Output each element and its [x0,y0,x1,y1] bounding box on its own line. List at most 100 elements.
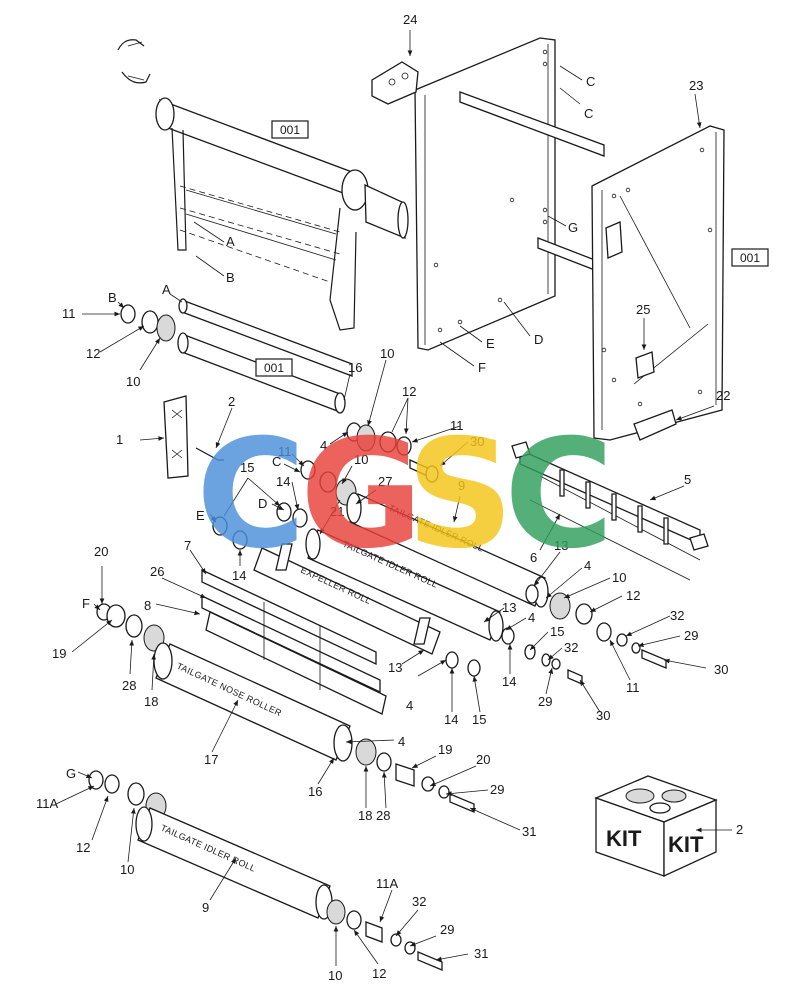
ref-box-2: 001 [731,248,769,267]
callout-11a-1: 11A [36,796,58,811]
callout-10d: 10 [612,570,626,585]
callout-13b: 13 [502,600,516,615]
tailgate-nose-roller: TAILGATE NOSE ROLLER [153,642,475,813]
callout-15a: 15 [240,460,254,475]
right-bearing-stack [445,584,667,685]
callout-c1: C [586,74,595,89]
callout-14a: 14 [276,474,290,489]
svg-text:001: 001 [740,251,760,265]
callout-11a-2: 11A [376,876,398,891]
callout-g2: G [66,766,76,781]
callout-29d: 29 [440,922,454,937]
callout-f2: F [82,596,90,611]
callout-d2: D [258,496,267,511]
callout-12b: 12 [402,384,416,399]
callout-16a: 16 [348,360,362,375]
callout-12d: 12 [76,840,90,855]
right-side-panel [591,125,725,441]
callout-15c: 15 [472,712,486,727]
callout-labels: 24 23 22 25 C C G D E F A B A B 11 12 10… [36,12,730,983]
callout-26: 26 [150,564,164,579]
callout-10b: 10 [380,346,394,361]
callout-29c: 29 [490,782,504,797]
callout-5: 5 [684,472,691,487]
callout-24: 24 [403,12,417,27]
callout-29a: 29 [684,628,698,643]
kit-label-left: KIT [606,826,642,851]
callout-10a: 10 [126,374,140,389]
callout-15b: 15 [550,624,564,639]
callout-14b: 14 [232,568,246,583]
callout-7: 7 [184,538,191,553]
watermark: C G S C [196,408,614,582]
ref-box-3: 001 [255,358,293,377]
svg-text:001: 001 [280,123,300,137]
callout-20a: 20 [94,544,108,559]
callout-10f: 10 [328,968,342,983]
callout-b2: B [108,290,117,305]
callout-4e: 4 [398,734,405,749]
callout-9b: 9 [202,900,209,915]
watermark-letter-2: G [300,408,423,582]
callout-e2: E [196,508,205,523]
callout-31b: 31 [474,946,488,961]
callout-30b: 30 [714,662,728,677]
leader-lines [55,30,715,966]
callout-c3: C [272,454,281,469]
callout-a2: A [162,282,171,297]
callout-32c: 32 [412,894,426,909]
callout-4b: 4 [584,558,591,573]
callout-12e: 12 [372,966,386,981]
kit-box: KIT KIT 2 [594,775,743,878]
callout-13c: 13 [388,660,402,675]
callout-23: 23 [689,78,703,93]
callout-11a: 11 [62,306,76,321]
callout-11d: 11 [626,680,640,695]
callout-16b: 16 [308,784,322,799]
callout-6: 6 [530,550,537,565]
callout-g1: G [568,220,578,235]
callout-25: 25 [636,302,650,317]
callout-21: 21 [330,504,344,519]
callout-e1: E [486,336,495,351]
callout-4c: 4 [528,610,535,625]
callout-27: 27 [378,474,392,489]
callout-32b: 32 [564,640,578,655]
callout-10e: 10 [120,862,134,877]
ref-box-1: 001 [271,120,309,139]
left-side-panel [371,37,605,351]
callout-20b: 20 [476,752,490,767]
callout-12a: 12 [86,346,100,361]
callout-18a: 18 [144,694,158,709]
callout-28a: 28 [122,678,136,693]
watermark-letter-4: C [504,408,614,582]
kit-callout: 2 [736,822,743,837]
callout-28b: 28 [376,808,390,823]
watermark-letter-3: S [406,408,514,582]
callout-1: 1 [116,432,123,447]
callout-8: 8 [144,598,151,613]
callout-14d: 14 [444,712,458,727]
callout-11c: 11 [278,444,292,459]
callout-30a: 30 [470,434,484,449]
callout-30c: 30 [596,708,610,723]
callout-10c: 10 [354,452,368,467]
watermark-letter-1: C [196,408,306,582]
callout-22: 22 [716,388,730,403]
callout-18b: 18 [358,808,372,823]
callout-17: 17 [204,752,218,767]
callout-c2: C [584,106,593,121]
callout-4a: 4 [320,438,327,453]
callout-9a: 9 [458,478,465,493]
callout-2: 2 [228,394,235,409]
callout-19b: 19 [438,742,452,757]
lower-tailgate-idler-roll: TAILGATE IDLER ROLL [88,770,443,971]
callout-f1: F [478,360,486,375]
callout-11b: 11 [450,418,464,433]
callout-14c: 14 [502,674,516,689]
callout-b1: B [226,270,235,285]
callout-d1: D [534,332,543,347]
svg-text:001: 001 [264,361,284,375]
callout-19a: 19 [52,646,66,661]
